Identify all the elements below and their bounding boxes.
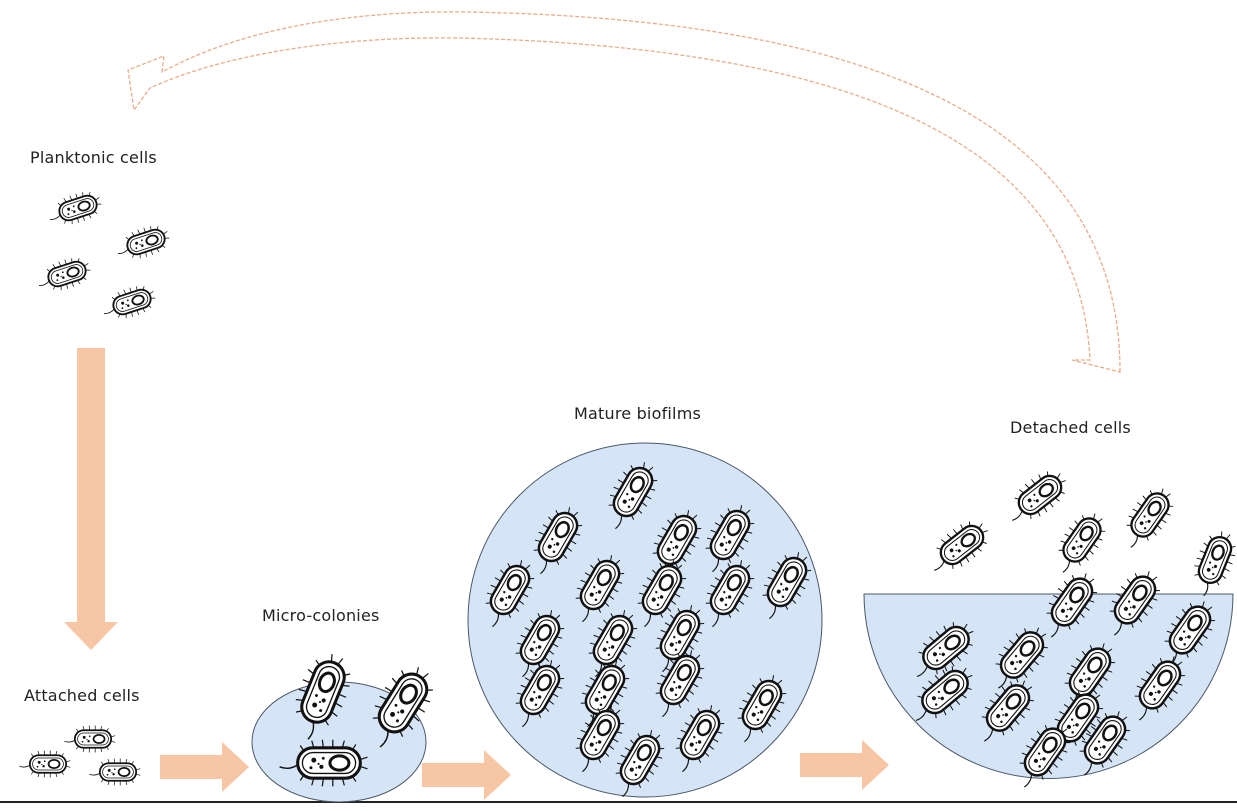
arrow-micro-to-mature bbox=[422, 750, 511, 800]
arrow-attached-to-micro bbox=[160, 742, 249, 792]
label-micro-colonies: Micro-colonies bbox=[262, 606, 380, 625]
bacterium-planktonic bbox=[33, 252, 95, 298]
arrow-planktonic-to-attached bbox=[64, 348, 118, 650]
label-attached-cells: Attached cells bbox=[24, 686, 140, 705]
bacterium-detached bbox=[998, 462, 1075, 533]
label-mature-biofilms: Mature biofilms bbox=[574, 404, 702, 423]
arrow-mature-to-detached bbox=[800, 740, 889, 790]
bacterium-planktonic bbox=[112, 220, 174, 266]
bacterium-detached bbox=[1113, 480, 1182, 557]
bacterium-planktonic bbox=[98, 280, 160, 326]
label-detached-cells: Detached cells bbox=[1010, 418, 1131, 437]
recycle-arrow bbox=[127, 11, 1121, 373]
bacterium-attached bbox=[63, 724, 116, 754]
bacterium-planktonic bbox=[44, 186, 106, 232]
label-planktonic-cells: Planktonic cells bbox=[30, 148, 157, 167]
bacterium-attached bbox=[88, 757, 141, 787]
bacterium-detached bbox=[1183, 525, 1237, 603]
bacterium-detached bbox=[920, 512, 997, 583]
bacterium-detached bbox=[1045, 505, 1114, 582]
bacterium-attached bbox=[18, 749, 71, 779]
